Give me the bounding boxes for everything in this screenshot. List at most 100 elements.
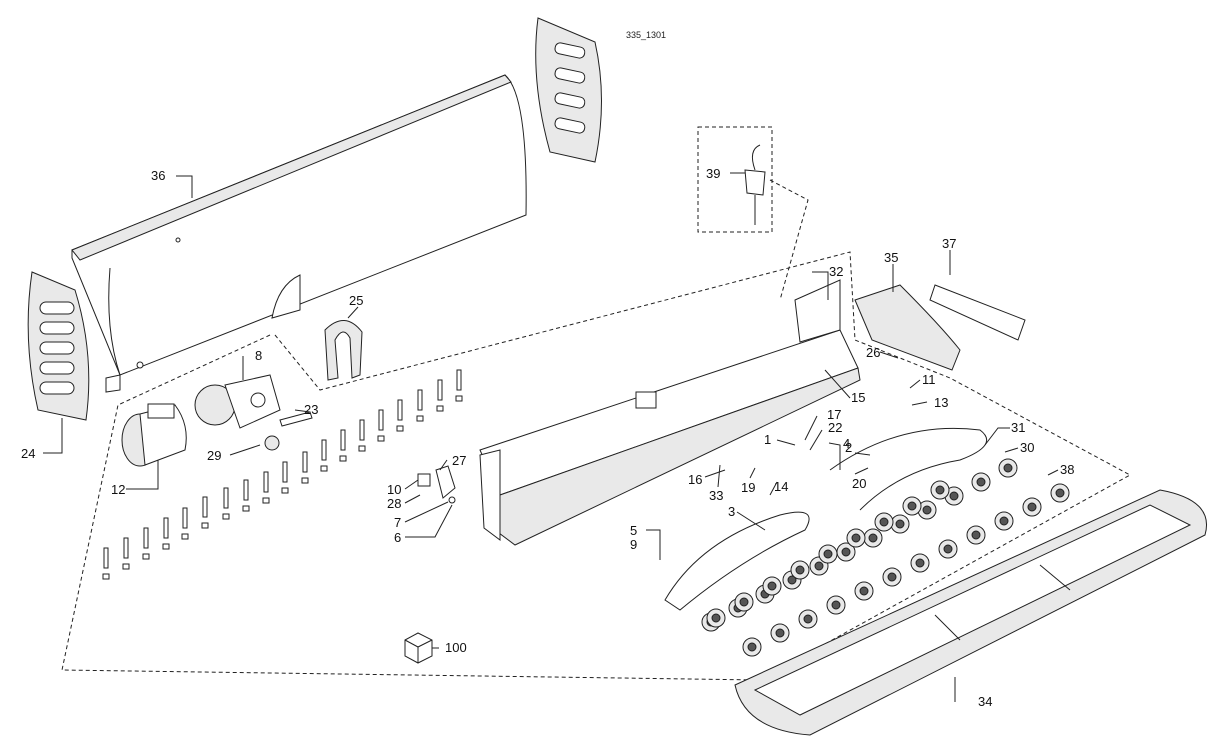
roller-hub [1003,463,1013,473]
callout-100: 100 [445,640,467,655]
bolt [242,479,250,512]
callout-7: 7 [394,515,401,530]
callout-28: 28 [387,496,401,511]
roller-hub [943,544,953,554]
callout-23: 23 [304,402,318,417]
bolt [396,399,404,432]
callout-11: 11 [922,372,936,387]
roller-hub [787,575,797,585]
roller-hub [868,533,878,543]
callout-33: 33 [709,488,723,503]
roller-hub [803,614,813,624]
part-31-chain [829,427,988,511]
callout-14: 14 [774,479,788,494]
bolt [181,507,189,540]
right-end-cap [535,17,602,163]
roller-hub [767,581,777,591]
callout-4: 4 [843,436,850,451]
roller-hub [1027,502,1037,512]
bolt [122,537,130,570]
bolt [201,496,209,529]
roller-hub [922,505,932,515]
part-8-gearbox [194,374,281,429]
bolt-set [102,369,463,580]
callout-16: 16 [688,472,702,487]
roller-hub [823,549,833,559]
part-10-block [417,473,431,487]
callout-39: 39 [706,166,720,181]
bolt [162,517,170,550]
callout-2: 2 [845,440,852,455]
roller-hub [907,501,917,511]
part-7-washer [448,496,456,504]
part-27-plate [435,465,456,499]
roller-hub [895,519,905,529]
bolt [455,369,463,402]
roller-hub [976,477,986,487]
bolt [222,487,230,520]
roller-hub [795,565,805,575]
bolt [142,527,150,560]
roller-hub [851,533,861,543]
bolt [377,409,385,442]
callout-9: 9 [630,537,637,552]
part-25-bracket [324,320,363,381]
bolt [320,439,328,472]
part-3-chain [664,511,810,611]
callout-32: 32 [829,264,843,279]
part-34-tray [734,489,1207,736]
callout-15: 15 [851,390,865,405]
part-36-main-cover [71,74,527,393]
callout-leaders [43,172,1059,702]
part-29-knob [264,435,280,451]
callout-38: 38 [1060,462,1074,477]
callout-34: 34 [978,694,992,709]
roller-hub [887,572,897,582]
bolt [262,471,270,504]
callout-12: 12 [111,482,125,497]
callout-6: 6 [394,530,401,545]
callout-8: 8 [255,348,262,363]
callout-10: 10 [387,482,401,497]
bolt [102,547,110,580]
bolt [436,379,444,412]
roller-hub [775,628,785,638]
callout-3: 3 [728,504,735,519]
bolt [301,451,309,484]
roller-hub [831,600,841,610]
callout-5: 5 [630,523,637,538]
roller-hub [949,491,959,501]
callout-24: 24 [21,446,35,461]
callout-37: 37 [942,236,956,251]
callout-25: 25 [349,293,363,308]
callout-30: 30 [1020,440,1034,455]
bolt [358,419,366,452]
bolt [339,429,347,462]
roller-hub [999,516,1009,526]
part-39-sensor [697,126,809,301]
part-35-housing [854,284,961,371]
callout-35: 35 [884,250,898,265]
assembly-outline [61,251,1132,681]
part-24-left-end-cap [27,271,90,421]
callout-26: 26 [866,345,880,360]
callout-1: 1 [764,432,771,447]
roller-hub [879,517,889,527]
part-37-rail [929,284,1026,341]
roller-hub [747,642,757,652]
callout-20: 20 [852,476,866,491]
drawing-reference: 335_1301 [626,30,666,40]
bolt [281,461,289,494]
roller-hub [859,586,869,596]
callout-17: 17 [827,407,841,422]
part-32-frame [479,279,861,546]
roller-hub [971,530,981,540]
callout-36: 36 [151,168,165,183]
callout-13: 13 [934,395,948,410]
roller-hub [915,558,925,568]
part-12-motor [121,403,187,467]
bolt [416,389,424,422]
callout-19: 19 [741,480,755,495]
roller-set [701,458,1070,657]
